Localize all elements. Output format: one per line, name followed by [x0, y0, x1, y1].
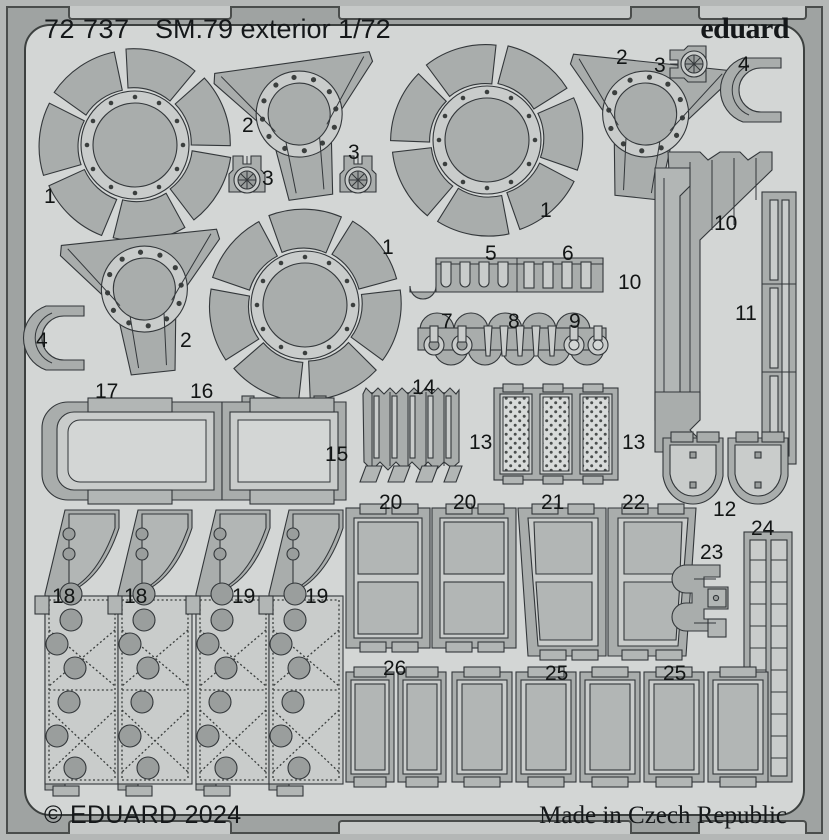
part-number-19: 19	[232, 585, 256, 608]
sprue-tab	[338, 6, 632, 20]
part-number-8: 8	[508, 310, 520, 333]
part-number-18: 18	[52, 585, 76, 608]
part-number-4: 4	[738, 53, 750, 76]
copyright-notice: © EDUARD 2024	[44, 801, 242, 829]
part-number-16: 16	[190, 380, 214, 403]
part-number-10: 10	[714, 212, 738, 235]
part-number-14: 14	[412, 376, 436, 399]
part-number-2: 2	[180, 329, 192, 352]
sprue-tab	[68, 6, 232, 20]
part-number-20: 20	[379, 491, 403, 514]
kit-number: 72 737	[44, 14, 130, 44]
part-number-23: 23	[700, 541, 724, 564]
part-number-21: 21	[541, 491, 565, 514]
part-number-6: 6	[562, 242, 574, 265]
part-number-22: 22	[622, 491, 646, 514]
carrier-frame-outer	[6, 6, 823, 834]
part-number-11: 11	[735, 302, 757, 325]
part-number-13: 13	[622, 431, 646, 454]
eduard-logo: eduard	[700, 12, 789, 45]
part-number-3: 3	[262, 167, 274, 190]
sprue-tab	[698, 6, 807, 20]
part-number-17: 17	[95, 380, 119, 403]
part-number-3: 3	[348, 141, 360, 164]
part-number-4: 4	[36, 329, 48, 352]
part-number-15: 15	[325, 443, 349, 466]
part-number-25: 25	[545, 662, 569, 685]
part-number-24: 24	[751, 517, 775, 540]
part-number-13: 13	[469, 431, 493, 454]
part-number-18: 18	[124, 585, 148, 608]
kit-title: SM.79 exterior 1/72	[155, 14, 391, 44]
country-of-origin: Made in Czech Republic	[539, 802, 787, 829]
sprue-tab	[698, 820, 807, 834]
sprue-tab	[338, 820, 632, 834]
part-number-26: 26	[383, 657, 407, 680]
part-number-7: 7	[441, 310, 453, 333]
part-number-25: 25	[663, 662, 687, 685]
part-number-20: 20	[453, 491, 477, 514]
part-number-12: 12	[713, 498, 737, 521]
part-number-1: 1	[44, 185, 56, 208]
part-number-3: 3	[654, 54, 666, 77]
part-number-2: 2	[242, 114, 254, 137]
part-number-19: 19	[305, 585, 329, 608]
part-number-9: 9	[569, 310, 581, 333]
part-number-5: 5	[485, 242, 497, 265]
part-number-10: 10	[618, 271, 642, 294]
sprue-tab	[68, 820, 232, 834]
part-number-1: 1	[382, 236, 394, 259]
part-number-1: 1	[540, 199, 552, 222]
part-number-2: 2	[616, 46, 628, 69]
carrier-frame-inner	[24, 24, 805, 816]
